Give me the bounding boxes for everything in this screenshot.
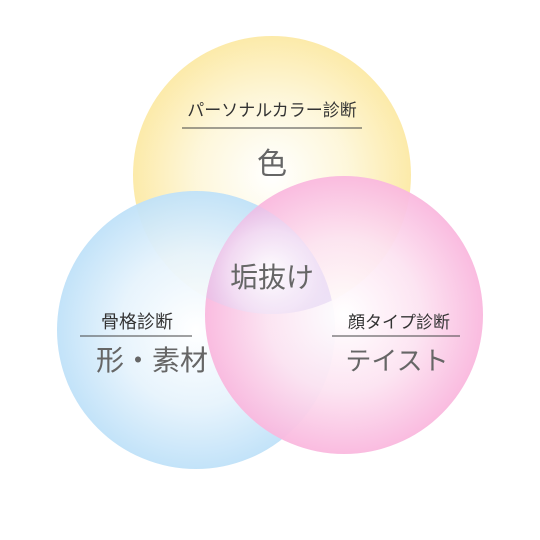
center-label: 垢抜け bbox=[230, 261, 314, 294]
right-circle-title: 顔タイプ診断 bbox=[348, 313, 450, 333]
right-circle-subtitle: テイスト bbox=[345, 347, 448, 377]
top-circle-title: パーソナルカラー診断 bbox=[187, 101, 357, 121]
left-circle-title: 骨格診断 bbox=[101, 312, 173, 333]
top-circle-subtitle: 色 bbox=[257, 147, 287, 182]
left-circle-subtitle: 形・素材 bbox=[96, 344, 208, 377]
